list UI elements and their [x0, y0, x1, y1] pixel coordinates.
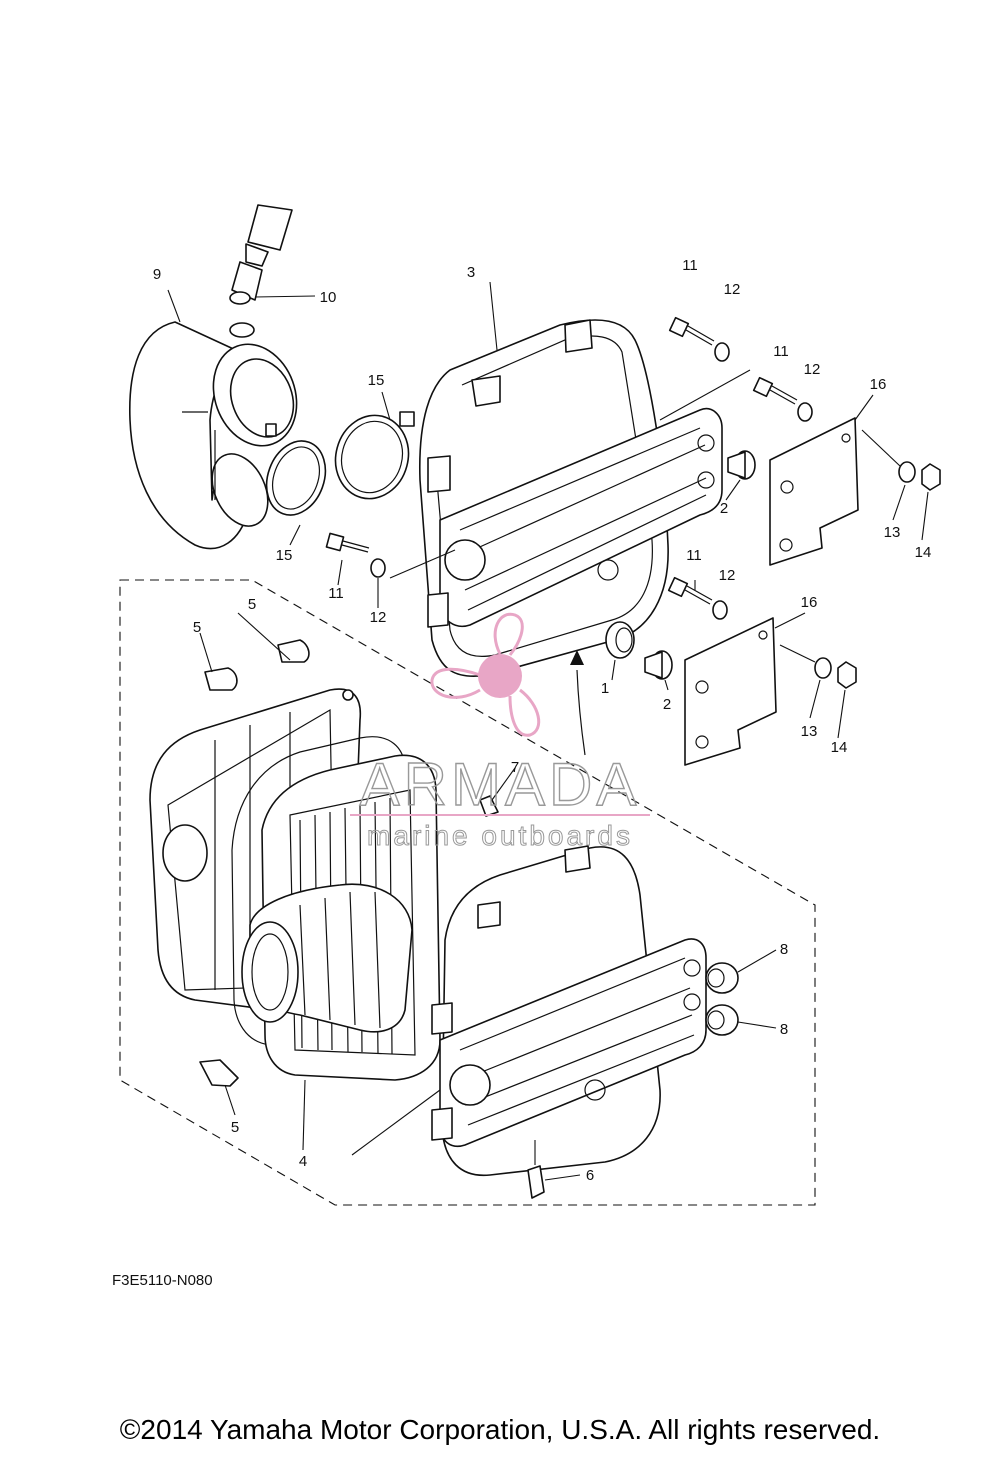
washer-13-lower [814, 657, 832, 679]
clip-5-c [199, 1059, 239, 1087]
callout-3: 3 [467, 264, 475, 281]
callout-10: 10 [320, 289, 337, 306]
bracket-16-upper [769, 417, 859, 566]
drain-valve-6 [527, 1165, 545, 1199]
callout-15: 15 [368, 372, 385, 389]
callout-11: 11 [686, 547, 702, 564]
washer-12-a [714, 342, 730, 362]
callout-9: 9 [153, 266, 161, 283]
hose-clamp-15-lower [265, 423, 327, 516]
callout-8: 8 [780, 1021, 788, 1038]
callout-12: 12 [370, 609, 387, 626]
callout-11: 11 [682, 257, 698, 274]
watermark-logo [430, 612, 541, 737]
callout-12: 12 [724, 281, 741, 298]
bolt-11-c [325, 532, 370, 553]
assembly-boundary [119, 579, 816, 1206]
grommet-8-lower [705, 1004, 739, 1036]
collar-2-lower [644, 650, 673, 680]
collar-2-upper [727, 450, 756, 480]
elbow-fitting-10 [229, 204, 293, 338]
callout-11: 11 [773, 343, 789, 360]
callout-12: 12 [719, 567, 736, 584]
callout-14: 14 [831, 739, 848, 756]
bolt-11-d [667, 576, 713, 605]
callout-labels: 1 2 2 3 4 5 5 5 6 7 8 8 9 10 11 11 11 11… [153, 257, 932, 1184]
callout-16: 16 [870, 376, 887, 393]
nut-14-upper [921, 463, 941, 491]
callout-12: 12 [804, 361, 821, 378]
callout-5: 5 [193, 619, 201, 636]
nut-14-lower [837, 661, 857, 689]
callout-5: 5 [248, 596, 256, 613]
bolt-11-b [752, 376, 798, 405]
callout-16: 16 [801, 594, 818, 611]
washer-12-d [712, 600, 728, 620]
clip-5-b [277, 639, 310, 663]
callout-13: 13 [801, 723, 818, 740]
callout-15: 15 [276, 547, 293, 564]
callout-2: 2 [720, 500, 728, 517]
intake-duct [241, 883, 413, 1033]
callout-11: 11 [328, 585, 344, 602]
callout-1: 1 [601, 680, 609, 697]
grommet-8-upper [705, 962, 739, 994]
assembly-arrow [570, 650, 586, 756]
leader-lines [167, 281, 929, 1181]
washer-12-b [797, 402, 813, 422]
callout-5: 5 [231, 1119, 239, 1136]
hose-clamp-15-upper [334, 411, 415, 500]
callout-7: 7 [511, 759, 519, 776]
watermark-brand: ARMADA [360, 751, 641, 818]
callout-14: 14 [915, 544, 932, 561]
intake-hose-9 [128, 321, 298, 550]
air-box-3 [418, 319, 723, 677]
bracket-16-lower [684, 617, 777, 766]
grommet-1 [605, 621, 635, 659]
washer-13-upper [898, 461, 916, 483]
watermark-tagline: marine outboards [367, 820, 633, 851]
copyright-notice: ©2014 Yamaha Motor Corporation, U.S.A. A… [119, 1414, 881, 1445]
air-box-front-cover [431, 845, 707, 1177]
washer-12-c [370, 558, 386, 578]
callout-2: 2 [663, 696, 671, 713]
screw-7 [479, 795, 499, 817]
callout-4: 4 [299, 1153, 307, 1170]
callout-8: 8 [780, 941, 788, 958]
callout-6: 6 [586, 1167, 594, 1184]
clip-5-a [204, 667, 238, 691]
bolt-11-a [668, 316, 715, 346]
diagram-code: F3E5110-N080 [112, 1272, 213, 1289]
callout-13: 13 [884, 524, 901, 541]
